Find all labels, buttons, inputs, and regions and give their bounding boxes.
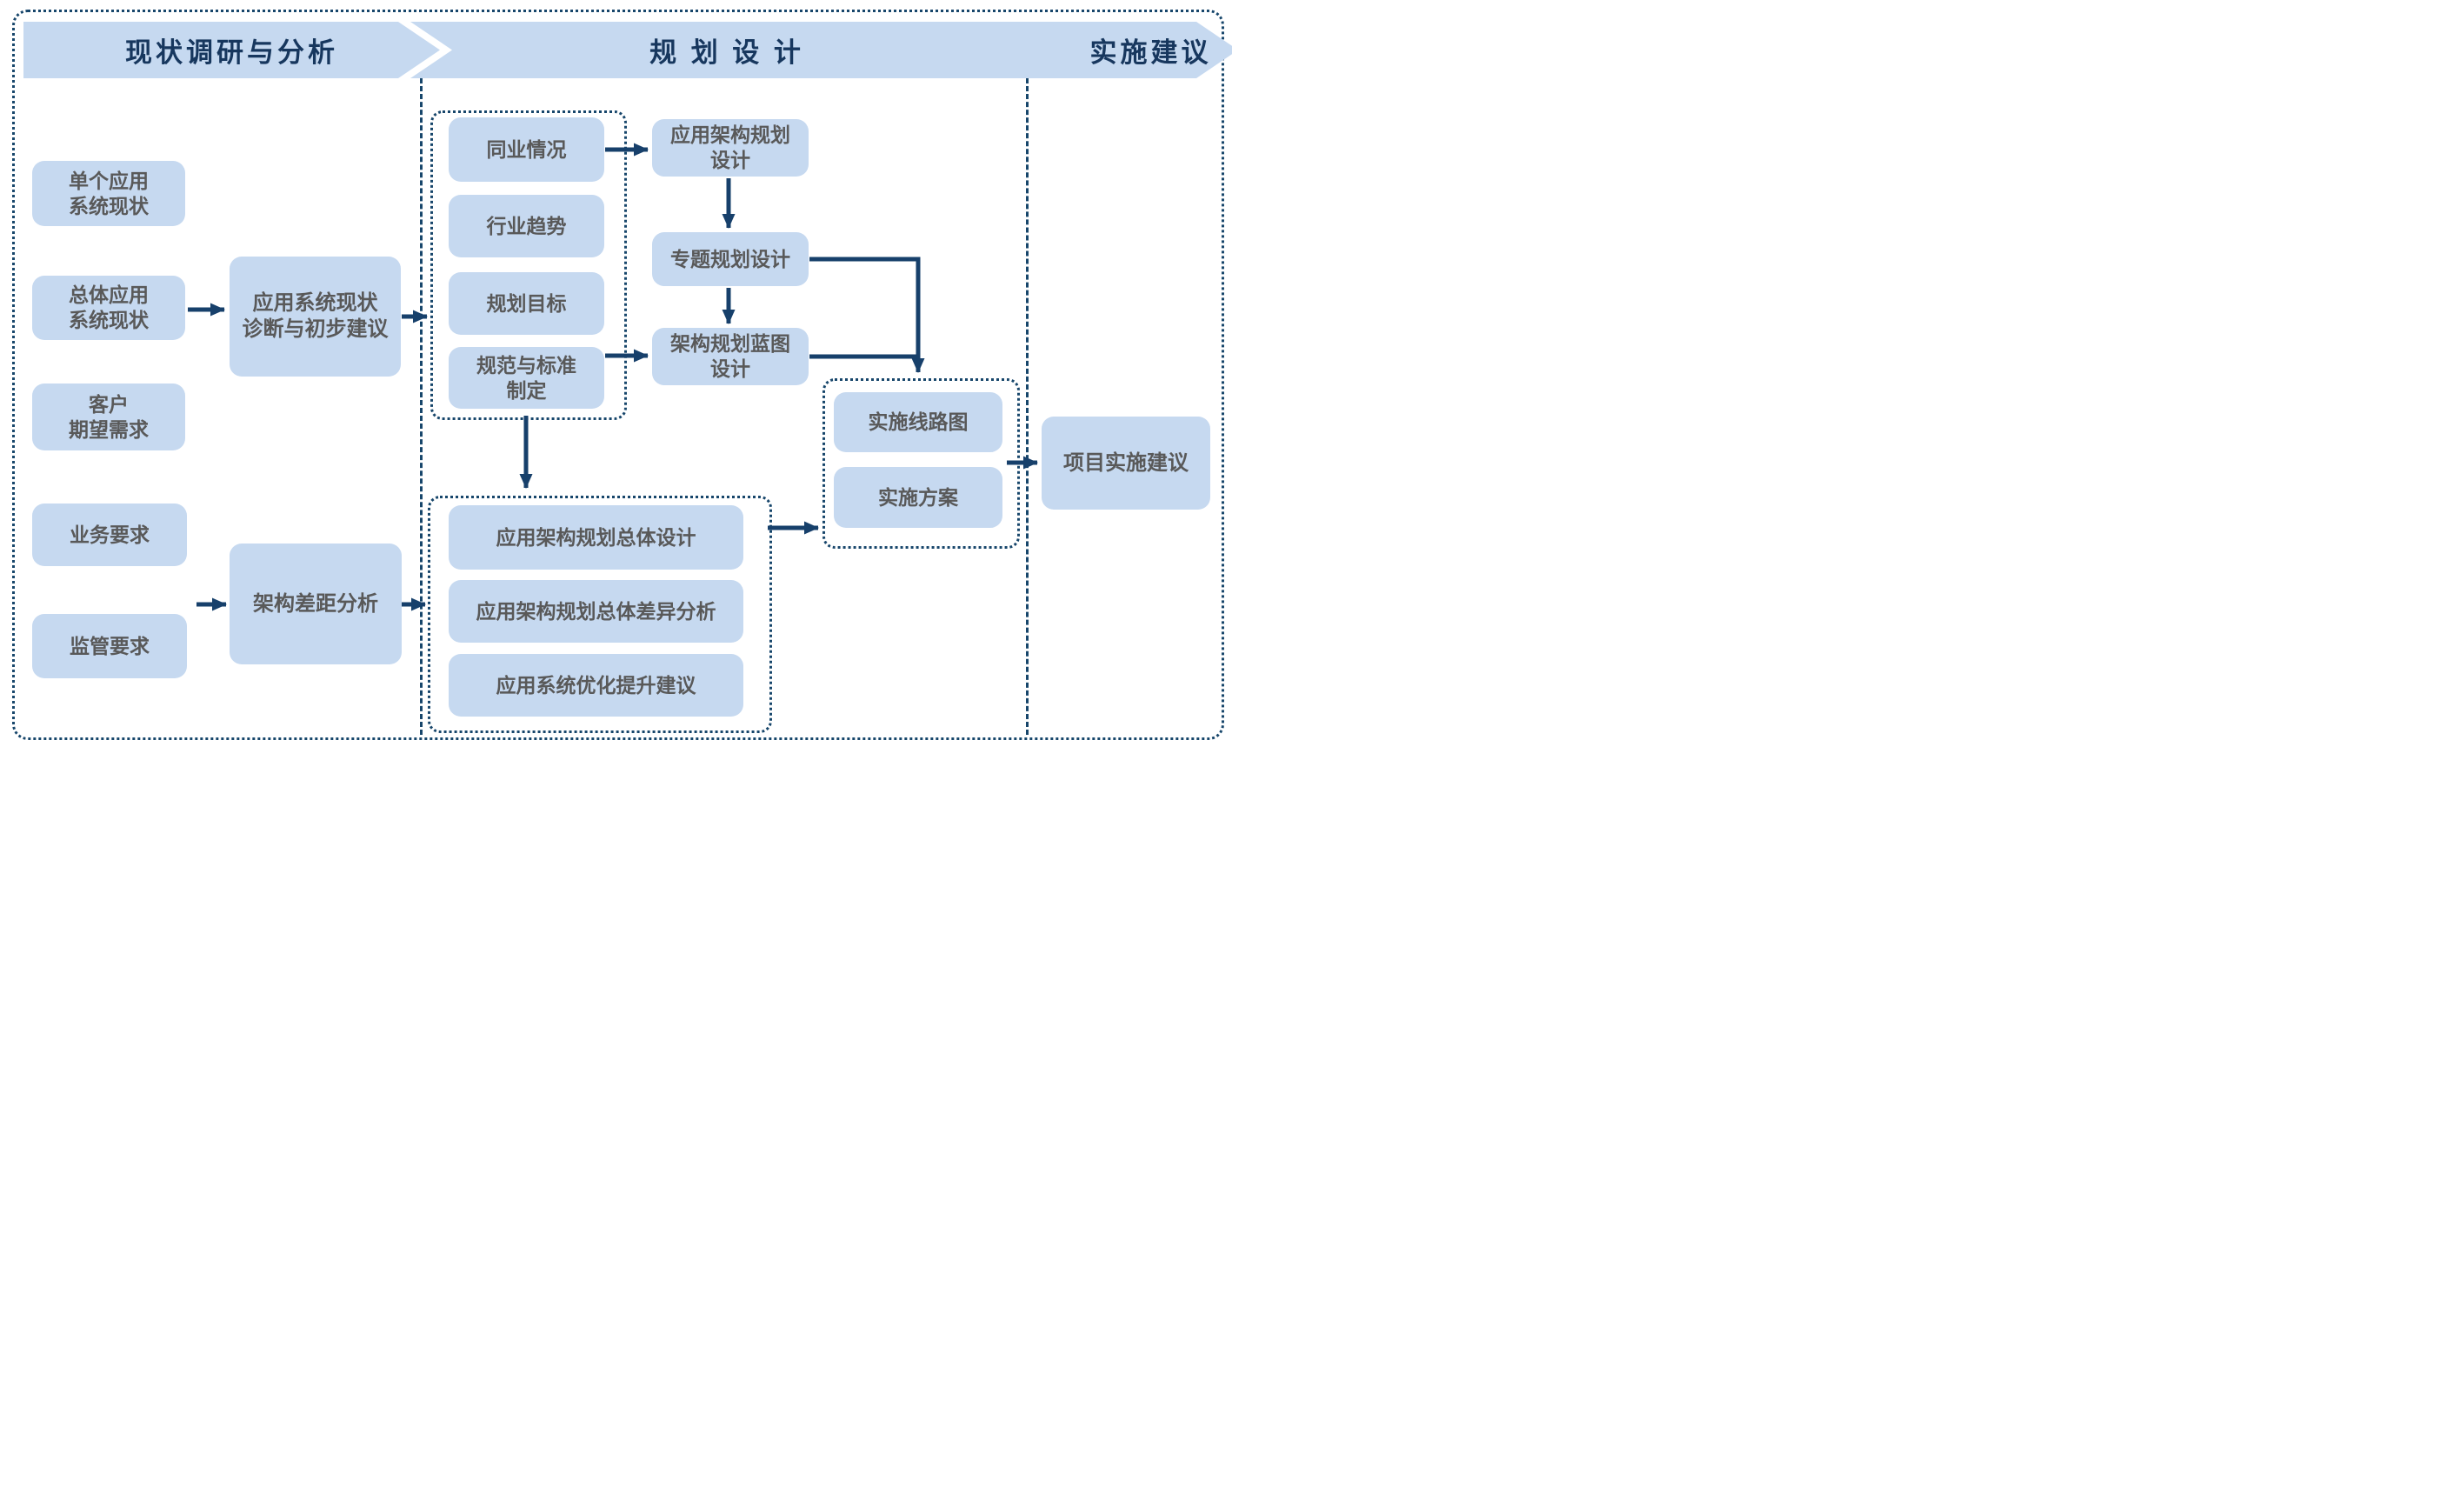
flow-diagram: 现状调研与分析 规 划 设 计 实施建议 单个应用 系统现状 总体应用 系统现状… bbox=[0, 0, 1232, 747]
box-single-app-status: 单个应用 系统现状 bbox=[32, 161, 185, 226]
group-overall-design bbox=[428, 496, 772, 733]
box-special-planning-design: 专题规划设计 bbox=[652, 232, 809, 286]
box-overall-design: 应用架构规划总体设计 bbox=[449, 505, 743, 570]
box-standards-development: 规范与标准 制定 bbox=[449, 347, 604, 409]
box-peer-situation: 同业情况 bbox=[449, 117, 604, 182]
box-customer-needs: 客户 期望需求 bbox=[32, 384, 185, 450]
box-project-implementation-advice: 项目实施建议 bbox=[1042, 417, 1210, 510]
box-blueprint-design: 架构规划蓝图 设计 bbox=[652, 328, 809, 385]
box-app-architecture-design: 应用架构规划 设计 bbox=[652, 119, 809, 177]
box-overall-app-status: 总体应用 系统现状 bbox=[32, 276, 185, 340]
box-implementation-roadmap: 实施线路图 bbox=[834, 392, 1002, 452]
diagram-border bbox=[12, 10, 1224, 740]
box-industry-trends: 行业趋势 bbox=[449, 195, 604, 257]
box-overall-gap-analysis: 应用架构规划总体差异分析 bbox=[449, 580, 743, 643]
phase-banner-current-analysis: 现状调研与分析 bbox=[23, 22, 440, 78]
phase-banner-planning-design: 规 划 设 计 bbox=[410, 22, 1126, 78]
section-divider-2 bbox=[1026, 78, 1029, 735]
box-architecture-gap-analysis: 架构差距分析 bbox=[230, 544, 402, 664]
box-business-requirements: 业务要求 bbox=[32, 504, 187, 566]
box-status-diagnosis: 应用系统现状 诊断与初步建议 bbox=[230, 257, 401, 377]
section-divider-1 bbox=[420, 78, 423, 735]
group-research-inputs bbox=[430, 110, 627, 420]
box-implementation-plan: 实施方案 bbox=[834, 467, 1002, 528]
box-planning-goals: 规划目标 bbox=[449, 272, 604, 335]
box-regulatory-requirements: 监管要求 bbox=[32, 614, 187, 678]
box-optimization-advice: 应用系统优化提升建议 bbox=[449, 654, 743, 717]
